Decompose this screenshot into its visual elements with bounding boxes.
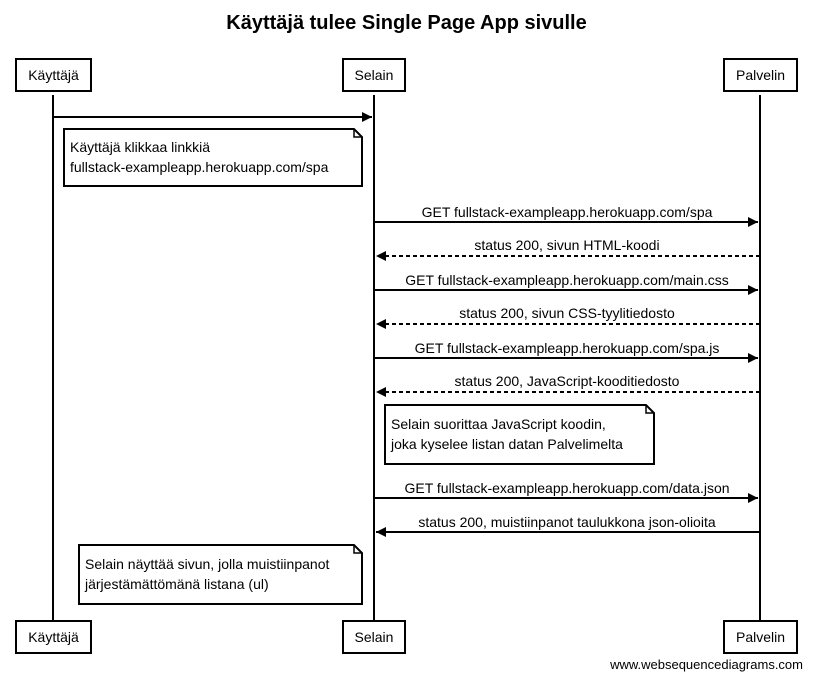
- participant-selain-top: Selain: [342, 58, 406, 92]
- message-label-6: status 200, JavaScript-kooditiedosto: [454, 373, 680, 389]
- participant-kayttaja-top: Käyttäjä: [15, 58, 92, 92]
- message-label-5: GET fullstack-exampleapp.herokuapp.com/s…: [414, 340, 720, 356]
- note-1-line-1: Käyttäjä klikkaa linkkiä: [70, 139, 211, 155]
- note-1-line-2: fullstack-exampleapp.herokuapp.com/spa: [70, 159, 329, 175]
- note-2-line-1: Selain suorittaa JavaScript koodin,: [391, 416, 606, 432]
- message-label-8: status 200, muistiinpanot taulukkona jso…: [418, 514, 716, 530]
- message-label-2: status 200, sivun HTML-koodi: [474, 237, 660, 253]
- note-text-2: Selain suorittaa JavaScript koodin, joka…: [391, 414, 623, 454]
- message-label-4: status 200, sivun CSS-tyylitiedosto: [459, 305, 675, 321]
- note-text-1: Käyttäjä klikkaa linkkiä fullstack-examp…: [70, 137, 328, 177]
- note-2-line-2: joka kyselee listan datan Palvelimelta: [391, 436, 623, 452]
- participant-kayttaja-bottom: Käyttäjä: [15, 620, 92, 654]
- participant-palvelin-bottom: Palvelin: [723, 620, 798, 654]
- note-text-3: Selain näyttää sivun, jolla muistiinpano…: [85, 554, 329, 594]
- note-3-line-1: Selain näyttää sivun, jolla muistiinpano…: [85, 556, 330, 572]
- note-box-3: [78, 544, 363, 605]
- message-label-7: GET fullstack-exampleapp.herokuapp.com/d…: [404, 480, 730, 496]
- note-box-1: [63, 128, 363, 187]
- message-label-1: GET fullstack-exampleapp.herokuapp.com/s…: [421, 204, 713, 220]
- note-box-2: [384, 404, 655, 465]
- note-3-line-2: järjestämättömänä listana (ul): [85, 576, 269, 592]
- watermark-link[interactable]: www.websequencediagrams.com: [610, 657, 803, 672]
- message-label-3: GET fullstack-exampleapp.herokuapp.com/m…: [405, 272, 729, 288]
- diagram-title: Käyttäjä tulee Single Page App sivulle: [226, 12, 587, 34]
- participant-selain-bottom: Selain: [342, 620, 406, 654]
- participant-palvelin-top: Palvelin: [723, 58, 798, 92]
